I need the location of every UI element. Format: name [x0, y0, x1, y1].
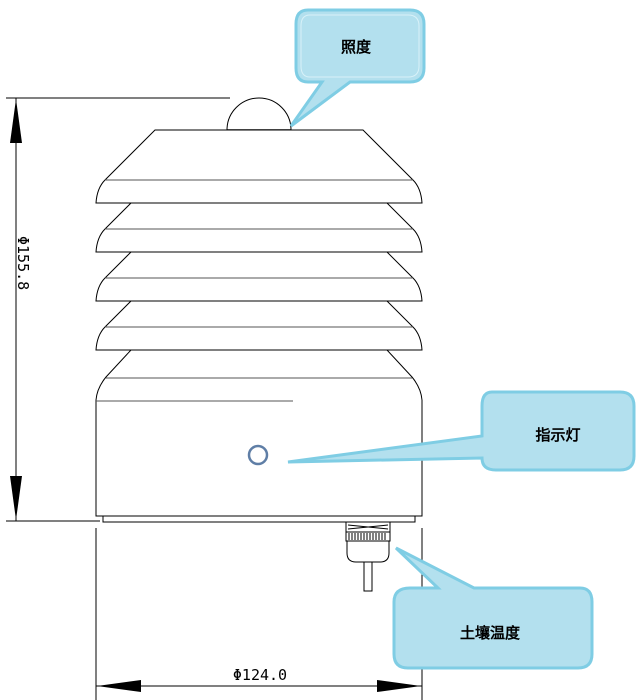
callout-illuminance: 照度: [289, 8, 426, 128]
louver-plate: [95, 300, 423, 351]
callout-soil-temperature: 土壤温度: [392, 546, 594, 670]
callout-label: 照度: [341, 38, 372, 56]
knurl-ridges: [348, 533, 386, 540]
callout-label: 指示灯: [535, 426, 580, 444]
height-dimension-label: Φ155.8: [14, 236, 32, 290]
callout-indicator-light: 指示灯: [287, 390, 636, 472]
connector-knurl: [345, 531, 391, 542]
callout-bubble: [289, 8, 426, 128]
arrow-down-icon: [10, 476, 22, 520]
louver-plate: [95, 129, 423, 204]
callout-highlight: [300, 14, 420, 78]
probe-cable: [363, 561, 373, 592]
sensor-body: [95, 349, 423, 523]
diameter-dimension-label: Φ124.0: [233, 666, 287, 684]
louver-plate: [95, 251, 423, 302]
callout-bubble: [287, 390, 636, 472]
radiation-shield: [95, 129, 423, 351]
callout-bubble: [392, 546, 594, 670]
arrow-up-icon: [10, 99, 22, 143]
nut-hatch: [347, 524, 389, 530]
body-housing: [95, 349, 423, 517]
indicator-light-icon: [247, 444, 269, 466]
diameter-dimension: Φ124.0: [95, 528, 423, 700]
callout-label: 土壤温度: [460, 624, 521, 642]
light-sensor-dome: [226, 97, 292, 131]
arrow-right-icon: [377, 680, 421, 692]
soil-temperature-connector: [345, 521, 391, 592]
arrow-left-icon: [97, 680, 141, 692]
body-base-plate: [102, 515, 416, 523]
louver-plate: [95, 202, 423, 253]
height-dimension: Φ155.8: [6, 97, 230, 522]
connector-cap: [346, 540, 390, 563]
